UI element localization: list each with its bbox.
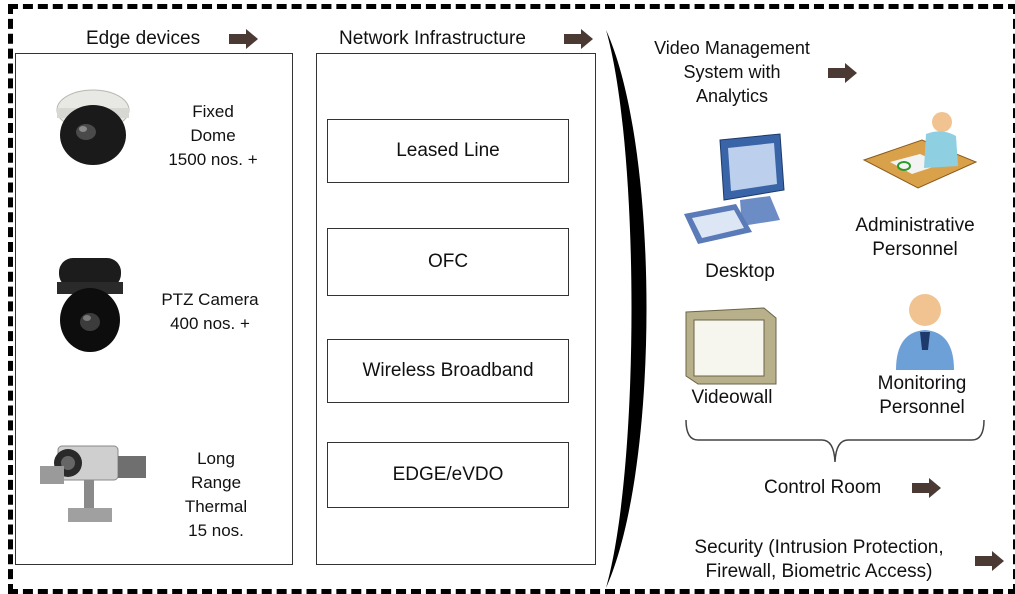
edge-evdo-box: EDGE/eVDO xyxy=(327,442,569,508)
security-arrow-icon xyxy=(975,551,1004,571)
administrative-personnel-icon xyxy=(862,112,978,189)
vms-label: Video Management System with Analytics xyxy=(654,38,810,106)
control-room-brace xyxy=(685,419,985,463)
leased-line-box: Leased Line xyxy=(327,119,569,183)
control-room-arrow-icon xyxy=(912,478,941,498)
ptz-camera-icon xyxy=(57,258,123,352)
videowall-label: Videowall xyxy=(691,387,773,408)
wireless-broadband-box: Wireless Broadband xyxy=(327,339,569,403)
large-bracket xyxy=(606,30,647,588)
control-room-label: Control Room xyxy=(764,477,882,498)
dome-camera-icon xyxy=(56,89,130,165)
administrative-personnel-label: Administrative Personnel xyxy=(855,215,975,260)
vms-arrow-icon xyxy=(828,63,857,83)
ptz-camera-label: PTZ Camera 400 nos. + xyxy=(161,290,259,333)
long-range-thermal-label: Long Range Thermal 15 nos. xyxy=(184,449,248,540)
monitoring-personnel-label: Monitoring Personnel xyxy=(877,373,967,418)
network-infrastructure-header: Network Infrastructure xyxy=(339,28,526,49)
monitoring-personnel-icon xyxy=(896,294,954,370)
edge-devices-header: Edge devices xyxy=(86,28,201,49)
videowall-icon xyxy=(685,307,777,385)
network-header-arrow-icon xyxy=(564,29,593,49)
thermal-camera-icon xyxy=(40,445,146,522)
security-label: Security (Intrusion Protection, Firewall… xyxy=(694,537,944,582)
desktop-label: Desktop xyxy=(705,261,775,282)
desktop-computer-icon xyxy=(684,133,785,244)
fixed-dome-label: Fixed Dome 1500 nos. + xyxy=(168,102,258,169)
ofc-box: OFC xyxy=(327,228,569,296)
edge-header-arrow-icon xyxy=(229,29,258,49)
